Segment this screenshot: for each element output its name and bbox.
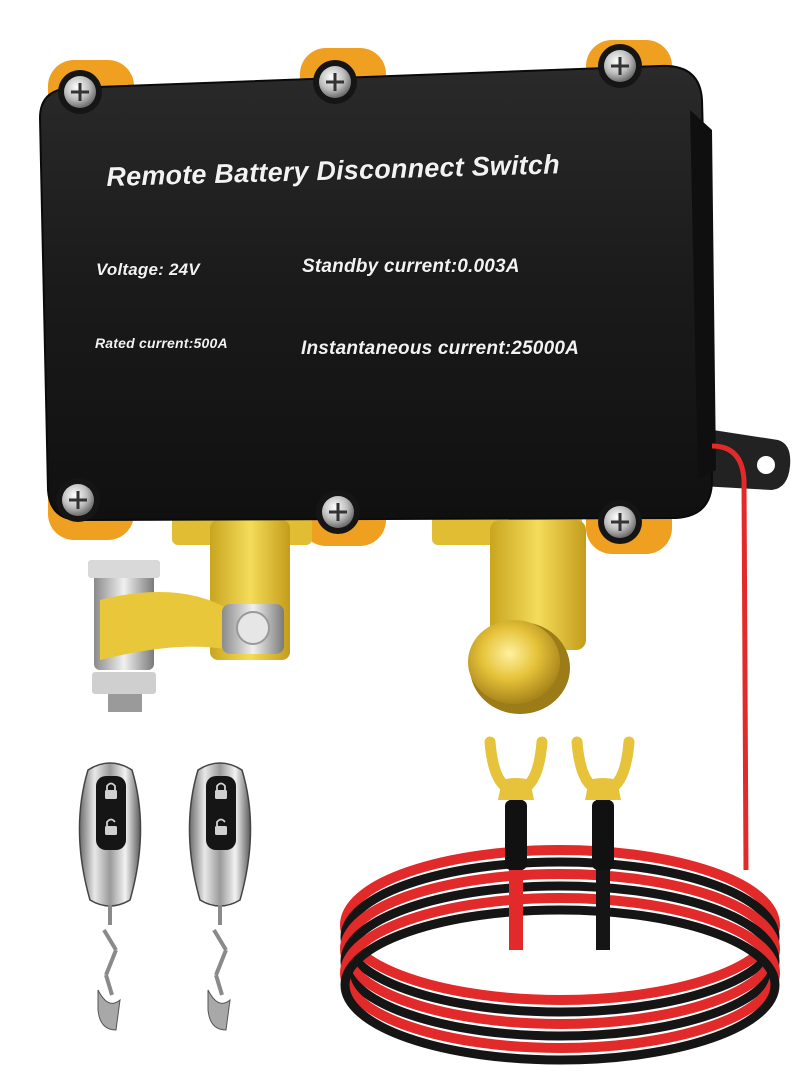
screw-icon (598, 500, 642, 544)
screw-icon (598, 44, 642, 88)
instantaneous-current-spec: Instantaneous current:25000A (301, 338, 580, 359)
lock-icon (105, 782, 117, 799)
remote-fob-2 (188, 762, 252, 1031)
screw-icon (58, 70, 102, 114)
housing-side (690, 110, 716, 480)
remote-fob-1 (78, 762, 142, 1031)
wire-coil (340, 845, 780, 1065)
screw-icon (313, 60, 357, 104)
terminal-cap (468, 620, 570, 714)
voltage-spec: Voltage: 24V (96, 260, 200, 279)
unlock-icon (215, 818, 227, 835)
fork-terminal-black (571, 736, 635, 950)
fork-terminal-red (484, 736, 548, 950)
unlock-icon (105, 818, 117, 835)
red-wire-lead (711, 443, 749, 871)
switch-housing (38, 64, 714, 522)
screw-icon (56, 478, 100, 522)
mounting-hole (757, 456, 775, 474)
lock-icon (215, 782, 227, 799)
battery-clamp (88, 560, 284, 712)
rated-current-spec: Rated current:500A (95, 335, 228, 351)
standby-current-spec: Standby current:0.003A (302, 256, 520, 277)
screw-icon (316, 490, 360, 534)
mounting-bracket (700, 428, 791, 490)
